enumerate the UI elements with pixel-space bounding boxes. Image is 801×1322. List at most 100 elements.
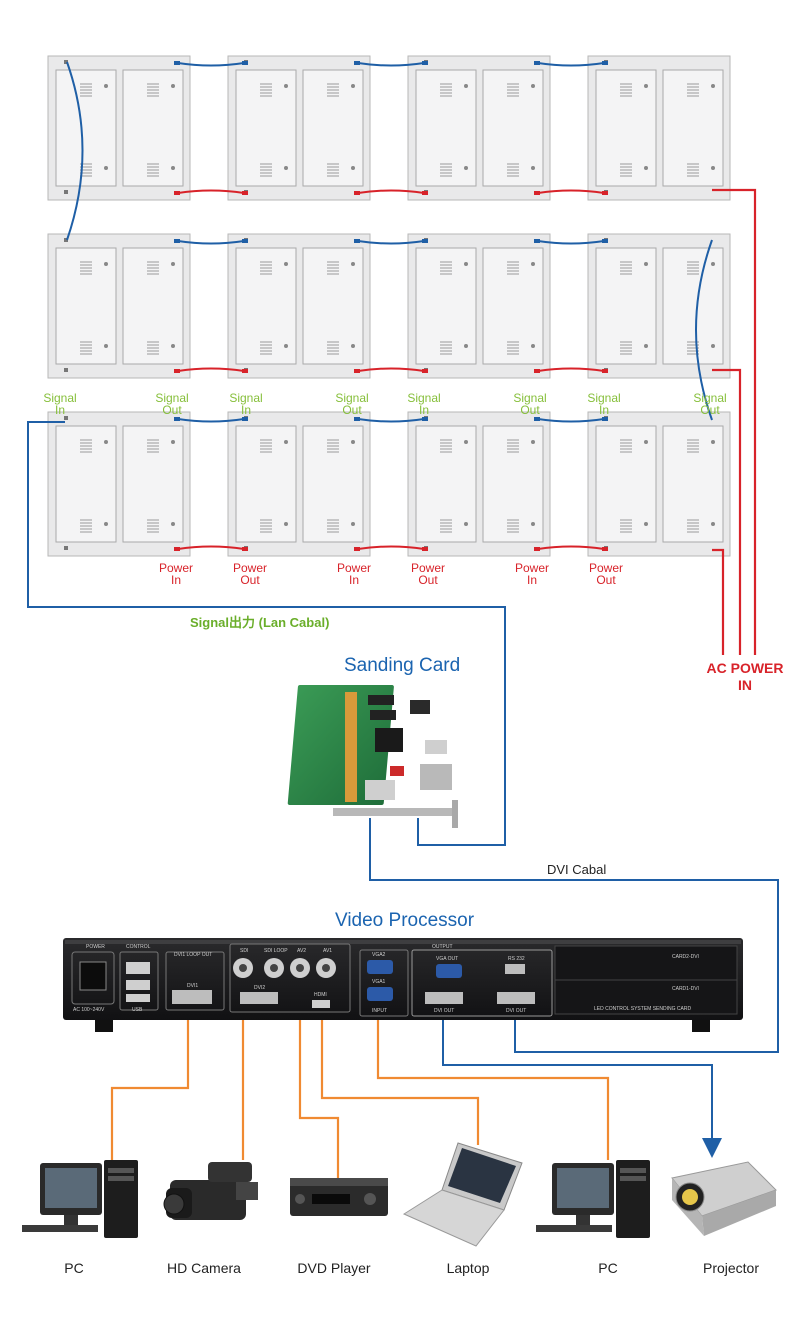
power-cable — [177, 189, 245, 194]
module-screw — [711, 166, 715, 170]
module-screw — [351, 522, 355, 526]
module-screw — [531, 522, 535, 526]
module-screw — [284, 522, 288, 526]
ac-power-in-label: AC POWER IN — [700, 660, 790, 694]
module-screw — [644, 522, 648, 526]
ac-power-line2: IN — [738, 677, 752, 693]
signal-label-line: Out — [342, 403, 362, 417]
module-screw — [644, 84, 648, 88]
signal-label-line: Signal — [693, 391, 727, 405]
signal-label-line: Out — [162, 403, 182, 417]
signal-cable — [537, 418, 605, 423]
module-screw — [464, 262, 468, 266]
module-screw — [464, 166, 468, 170]
module-screw — [284, 166, 288, 170]
dvd-player-icon — [290, 1178, 388, 1216]
power-connector — [534, 191, 540, 195]
power-label-line: Power — [588, 561, 623, 575]
led-wall — [47, 55, 731, 557]
module-screw — [644, 166, 648, 170]
ac-power-line1: AC POWER — [706, 660, 784, 676]
power-connector — [174, 191, 180, 195]
module-screw — [171, 344, 175, 348]
signal-connector — [534, 61, 540, 65]
module-screw — [464, 522, 468, 526]
power-cable — [357, 545, 425, 550]
module-screw — [531, 344, 535, 348]
signal-connector — [242, 417, 248, 421]
cabinet-screw — [64, 368, 68, 372]
device-label-hd-camera: HD Camera — [167, 1260, 241, 1276]
signal-cable — [537, 240, 605, 245]
signal-label-line: In — [598, 403, 609, 417]
signal-connector — [174, 61, 180, 65]
signal-connector — [354, 61, 360, 65]
power-connector — [242, 191, 248, 195]
cabinet-screw — [64, 416, 68, 420]
module-screw — [711, 440, 715, 444]
device-label-pc-2: PC — [598, 1260, 618, 1276]
module-screw — [464, 440, 468, 444]
module-screw — [711, 344, 715, 348]
signal-label-line: Signal — [407, 391, 441, 405]
hd-camera-icon — [163, 1162, 258, 1220]
power-label-line: Power — [158, 561, 193, 575]
device-label-laptop: Laptop — [446, 1260, 490, 1276]
power-label-line: Out — [596, 573, 616, 587]
signal-cable — [177, 418, 245, 423]
device-label-pc-1: PC — [64, 1260, 84, 1276]
module-screw — [644, 440, 648, 444]
ac-power-cables — [712, 188, 757, 655]
power-connector — [422, 369, 428, 373]
signal-label-line: Out — [520, 403, 540, 417]
module-screw — [171, 262, 175, 266]
signal-connector — [174, 417, 180, 421]
signal-label-line: Signal — [155, 391, 189, 405]
power-label-line: Out — [418, 573, 438, 587]
signal-connector — [354, 239, 360, 243]
power-connector — [422, 547, 428, 551]
module-screw — [104, 262, 108, 266]
module-screw — [351, 344, 355, 348]
pc-icon — [536, 1160, 650, 1238]
signal-connector — [242, 239, 248, 243]
sending-card — [287, 685, 458, 828]
cabinet-screw — [64, 546, 68, 550]
module-screw — [104, 344, 108, 348]
module-screw — [711, 84, 715, 88]
module-screw — [171, 522, 175, 526]
power-cable — [357, 189, 425, 194]
module-screw — [351, 262, 355, 266]
module-screw — [464, 84, 468, 88]
power-label-line: Power — [514, 561, 549, 575]
device-label-projector: Projector — [702, 1260, 760, 1276]
module-screw — [284, 344, 288, 348]
laptop-icon — [402, 1142, 523, 1247]
signal-cable — [357, 62, 425, 67]
cabinet-screw — [64, 238, 68, 242]
signal-label-line: In — [54, 403, 65, 417]
signal-label-line: Signal — [513, 391, 547, 405]
video-processor — [63, 938, 743, 1032]
module-screw — [644, 262, 648, 266]
device-label-dvd-player: DVD Player — [297, 1260, 371, 1276]
signal-cable — [537, 62, 605, 67]
module-screw — [351, 84, 355, 88]
signal-connector — [602, 61, 608, 65]
signal-label-line: Signal — [587, 391, 621, 405]
module-screw — [171, 84, 175, 88]
module-screw — [104, 440, 108, 444]
power-label-line: In — [526, 573, 537, 587]
signal-label-line: In — [240, 403, 251, 417]
power-connector — [534, 547, 540, 551]
